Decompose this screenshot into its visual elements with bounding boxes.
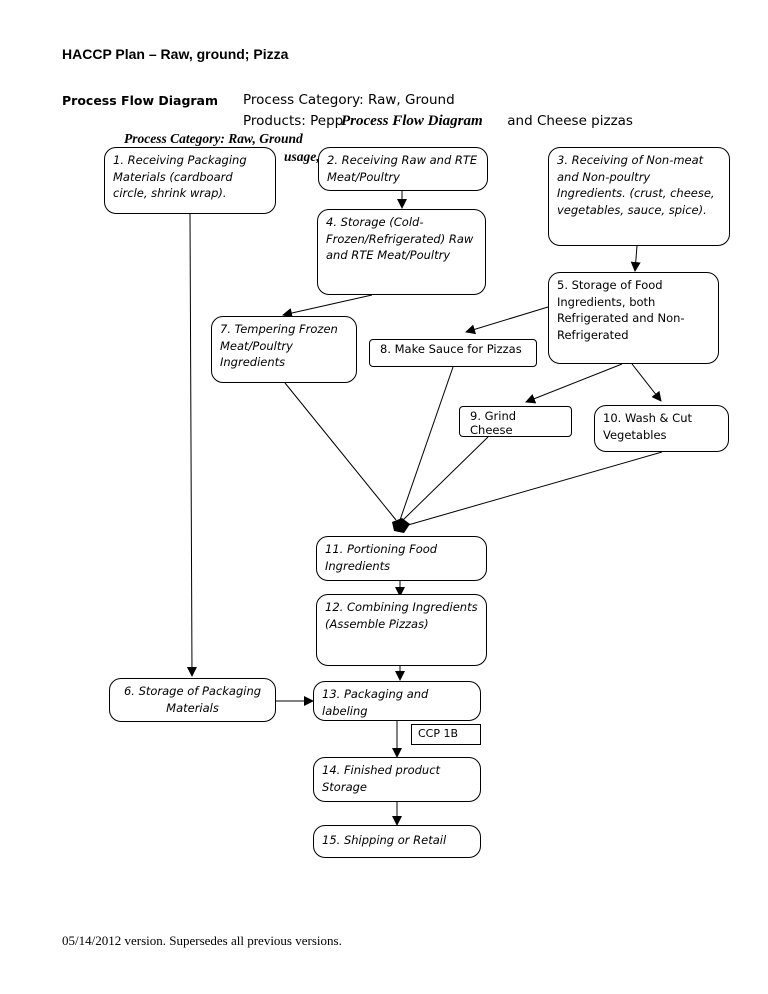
arrow-10-to-11 [407,451,663,526]
products-text: Products: Pepp [243,113,344,129]
step-15-shipping-retail: 15. Shipping or Retail [313,825,481,858]
overlay-diagram-title: Process Flow Diagram [341,113,483,129]
arrow-9-to-11 [402,436,489,521]
step-13-packaging-labeling: 13. Packaging and labeling [313,681,481,721]
step-14-finished-product-storage: 14. Finished product Storage [313,757,481,802]
step-3-receiving-non-meat: 3. Receiving of Non-meat and Non-poultry… [548,147,730,246]
process-flow-label: Process Flow Diagram [62,93,219,108]
arrow-4-to-7 [282,294,373,318]
overlay-fragment: usage, [284,149,320,164]
arrow-merge-head [392,518,410,533]
step-2-receiving-meat: 2. Receiving Raw and RTE Meat/Poultry [318,147,488,191]
step-6-storage-packaging: 6. Storage of Packaging Materials [109,678,276,722]
plan-title: HACCP Plan – Raw, ground; Pizza [62,46,289,62]
step-4-storage-meat: 4. Storage (Cold-Frozen/Refrigerated) Ra… [317,209,486,295]
arrow-7-to-11 [284,382,397,521]
step-9-grind-cheese: 9. Grind Cheese [459,406,572,437]
arrow-3-to-5 [630,245,641,272]
arrow-8-to-11 [399,366,454,521]
footer-version-note: 05/14/2012 version. Supersedes all previ… [62,933,342,948]
step-8-make-sauce: 8. Make Sauce for Pizzas [369,339,537,367]
arrow-5-to-8 [465,306,549,335]
products-line: Products: Pepp and Cheese pizzas [243,113,633,129]
overlay-process-category: Process Category: Raw, Ground [124,131,303,146]
step-1-receiving-packaging: 1. Receiving Packaging Materials (cardbo… [104,147,276,214]
step-10-wash-cut-vegetables: 10. Wash & Cut Vegetables [594,405,729,452]
arrow-5-to-9 [525,363,623,404]
process-category: Process Category: Raw, Ground [243,92,455,108]
step-11-portioning: 11. Portioning Food Ingredients [316,536,487,581]
ccp-1b-label: CCP 1B [411,724,481,745]
step-7-tempering: 7. Tempering Frozen Meat/Poultry Ingredi… [211,316,357,383]
arrow-1-to-6 [186,213,197,677]
step-5-storage-ingredients: 5. Storage of Food Ingredients, both Ref… [548,272,719,364]
arrow-5-to-10 [631,363,662,402]
step-12-combining: 12. Combining Ingredients (Assemble Pizz… [316,594,487,666]
products-tail: and Cheese pizzas [507,113,633,129]
